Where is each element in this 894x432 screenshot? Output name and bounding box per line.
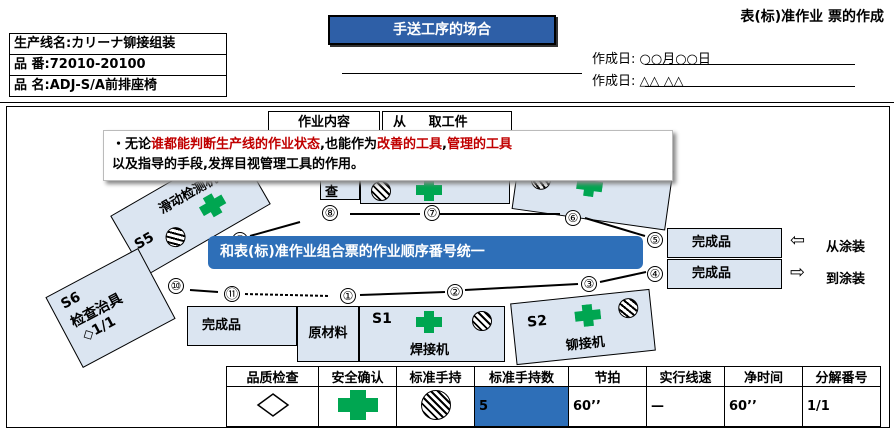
s2-name: 铆接机 <box>565 334 606 354</box>
callout-highlight: 改善的工具 <box>376 137 442 152</box>
finished-goods-left: 完成品 <box>187 306 297 346</box>
station-s2: S2 铆接机 <box>510 288 656 366</box>
safety-cross-icon <box>198 193 227 218</box>
created-date-1: 作成日: ○○月○○日 <box>592 52 711 67</box>
callout-line-2: 以及指导的手段,发挥目视管理工具的作用。 <box>112 155 664 175</box>
station-s1: S1 焊接机 <box>359 306 505 362</box>
takt-value: 60’’ <box>568 386 647 427</box>
callout-text: ・无论 <box>112 137 152 152</box>
safety-cross-icon <box>574 303 602 327</box>
safety-cross-icon <box>337 389 378 420</box>
std-wip-cell <box>396 386 475 427</box>
part-info-box: 生产线名:カリーナ铆接组装 品 番:72010-20100 品 名:ADJ-S/… <box>9 33 227 97</box>
s1-code: S1 <box>372 311 392 327</box>
raw-material: 原材料 <box>297 306 359 362</box>
flow-step-7: ⑦ <box>424 205 440 221</box>
legend-table: 品质检查 安全确认 标准手持 标准手持数 节拍 实行线速 净时间 分解番号 5 … <box>226 366 881 427</box>
std-wip-icon <box>472 311 492 331</box>
s2-code: S2 <box>526 312 548 331</box>
s1-name: 焊接机 <box>410 343 450 358</box>
callout-text: ,发挥目视管理工具的作用。 <box>203 157 364 172</box>
explanation-callout: ・无论谁都能判断生产线的作业状态,也能作为改善的工具,管理的工具 以及指导的手段… <box>103 130 673 181</box>
finished-goods-in: 完成品 <box>667 228 782 258</box>
safety-cross-icon <box>416 311 442 333</box>
date1-underline <box>645 64 855 65</box>
flow-step-3: ③ <box>581 276 597 292</box>
finished-goods-out: 完成品 <box>667 259 782 289</box>
diamond-icon <box>256 392 289 417</box>
legend-header: 净时间 <box>724 366 803 387</box>
flow-step-5: ⑤ <box>647 232 663 248</box>
page-title: 手送工序的场合 <box>328 15 556 45</box>
legend-header: 节拍 <box>568 366 647 387</box>
line-name: 生产线名:カリーナ铆接组装 <box>10 34 226 55</box>
to-paint-label: 到涂装 <box>826 272 866 287</box>
flow-step-2: ② <box>447 284 463 300</box>
std-count-value: 5 <box>474 386 569 427</box>
std-wip-icon <box>420 389 451 420</box>
date2-underline <box>645 86 855 87</box>
arrow-right-icon: ⇨ <box>790 262 806 283</box>
flow-step-1: ① <box>340 288 356 304</box>
flow-step-10: ⑩ <box>168 278 184 294</box>
created-date-2: 作成日: △△ △△ <box>592 74 684 89</box>
legend-header: 分解番号 <box>802 366 881 387</box>
line-speed-value: — <box>646 386 725 427</box>
callout-highlight: 管理的工具 <box>446 137 512 152</box>
legend-header: 安全确认 <box>318 366 397 387</box>
callout-text: , <box>442 137 447 152</box>
part-name: 品 名:ADJ-S/A前排座椅 <box>14 78 157 93</box>
callout-text: 以及指导的手段 <box>112 157 204 172</box>
document-title: 表(标)准作业 票的作成 <box>740 9 884 25</box>
flow-step-11: ⑪ <box>224 286 240 302</box>
legend-header: 标准手持数 <box>474 366 569 387</box>
decomp-no-value: 1/1 <box>802 386 881 427</box>
flow-step-8: ⑧ <box>322 205 338 221</box>
quality-check-cell <box>226 386 319 427</box>
layout-frame <box>6 106 890 428</box>
callout-line-1: ・无论谁都能判断生产线的作业状态,也能作为改善的工具,管理的工具 <box>112 135 664 155</box>
flow-step-6: ⑥ <box>565 210 581 226</box>
arrow-left-icon: ⇦ <box>790 230 806 251</box>
legend-header: 标准手持 <box>396 366 475 387</box>
std-wip-icon <box>371 181 391 201</box>
legend-header: 品质检查 <box>226 366 319 387</box>
std-wip-icon <box>617 297 640 320</box>
safety-check-cell <box>318 386 397 427</box>
inspect-fragment: 查 <box>325 185 339 200</box>
legend-header: 实行线速 <box>646 366 725 387</box>
from-paint-label: 从涂装 <box>826 240 866 255</box>
safety-cross-icon <box>416 179 442 201</box>
net-time-value: 60’’ <box>724 386 803 427</box>
callout-highlight: 谁都能判断生产线的作业状态 <box>151 137 321 152</box>
part-number: 品 番:72010-20100 <box>10 55 226 76</box>
station-s5: S5 滑动检测机 <box>110 143 271 277</box>
callout-text: ,也能作为 <box>320 137 377 152</box>
flow-step-4: ④ <box>647 266 663 282</box>
divider-line <box>342 73 582 74</box>
header-divider <box>0 102 894 103</box>
sequence-banner: 和表(标)准作业组合票的作业顺序番号统一 <box>208 236 643 269</box>
